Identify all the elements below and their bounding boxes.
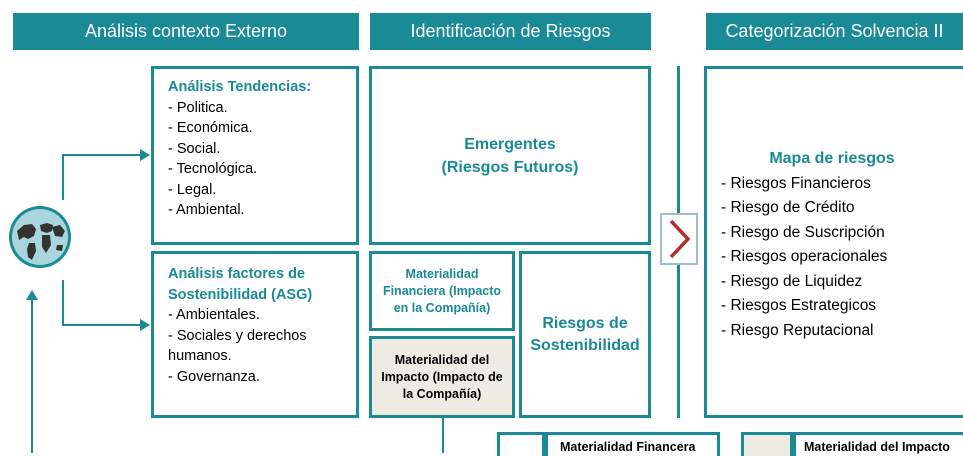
emergent-title: Emergentes xyxy=(464,135,556,153)
emergent-subtitle: (Riesgos Futuros) xyxy=(441,158,579,176)
legend-financial-swatch xyxy=(497,432,545,456)
feedback-vertical-line xyxy=(31,298,33,453)
arrow-right-icon xyxy=(140,319,150,331)
trend-item: - Social. xyxy=(168,140,221,157)
legend-impact-label: Materialidad del Impacto xyxy=(793,432,963,456)
risk-map-box: Mapa de riesgos - Riesgos Financieros - … xyxy=(704,66,963,418)
header-categorization-label: Categorización Solvencia II xyxy=(725,21,944,41)
financial-materiality-line3: en la Compañía) xyxy=(393,300,491,315)
risk-map-item: - Riesgos operacionales xyxy=(721,248,888,265)
legend-impact-swatch xyxy=(741,432,793,456)
impact-connector-line xyxy=(442,418,444,453)
connector-lower-vertical xyxy=(62,280,64,325)
sustainability-risks-line1: Riesgos de xyxy=(542,314,628,332)
trends-title: Análisis Tendencias: xyxy=(168,79,312,95)
sustainability-risks-box: Riesgos de Sostenibilidad xyxy=(519,251,651,418)
legend-financial-label: Materialidad Financera xyxy=(545,432,720,456)
trend-item: - Tecnológica. xyxy=(168,161,258,177)
trend-item: - Politica. xyxy=(168,99,228,116)
risk-map-item: - Riesgos Estrategicos xyxy=(721,297,877,314)
risk-map-item: - Riesgo Reputacional xyxy=(721,321,874,339)
globe-icon xyxy=(7,187,73,287)
connector-upper-horizontal xyxy=(62,154,142,156)
sustainability-factor-item: - Ambientales. xyxy=(168,307,260,323)
header-external-label: Análisis contexto Externo xyxy=(84,21,288,41)
impact-materiality-line3: la Compañía) xyxy=(402,386,482,401)
arrow-right-icon xyxy=(140,149,150,161)
sustainability-factor-item: - Governanza. xyxy=(168,368,260,385)
sustainability-factor-item: - Sociales y derechos xyxy=(168,327,307,344)
header-external-context: Análisis contexto Externo xyxy=(13,13,359,50)
risk-map-item: - Riesgo de Suscripción xyxy=(721,223,885,241)
trend-item: - Legal. xyxy=(168,181,217,198)
sustainability-factors-title-line2: Sostenibilidad (ASG) xyxy=(168,286,313,303)
impact-materiality-line2: Impacto (Impacto de xyxy=(381,369,503,384)
financial-materiality-box: Materialidad Financiera (Impacto en la C… xyxy=(369,251,515,331)
sustainability-factors-box: Análisis factores de Sostenibilidad (ASG… xyxy=(151,251,359,418)
header-risk-identification: Identificación de Riesgos xyxy=(370,13,651,50)
trends-analysis-box: Análisis Tendencias: - Politica. - Econó… xyxy=(151,66,359,245)
header-identification-label: Identificación de Riesgos xyxy=(410,21,611,41)
financial-materiality-line1: Materialidad xyxy=(405,266,479,281)
impact-materiality-line1: Materialidad del xyxy=(394,352,490,367)
legend-impact-text: Materialidad del Impacto xyxy=(804,440,950,454)
risk-map-item: - Riesgo de Crédito xyxy=(721,199,855,216)
arrow-up-icon xyxy=(26,290,38,300)
risk-map-item: - Riesgo de Liquidez xyxy=(721,272,863,290)
connector-lower-horizontal xyxy=(62,324,142,326)
trend-item: - Económica. xyxy=(168,120,253,136)
risk-map-item: - Riesgos Financieros xyxy=(721,174,871,192)
emergent-risks-box: Emergentes (Riesgos Futuros) xyxy=(369,66,651,245)
trend-item: - Ambiental. xyxy=(168,202,245,218)
legend-financial-text: Materialidad Financera xyxy=(560,440,696,454)
connector-upper-vertical xyxy=(62,154,64,200)
sustainability-factors-title-line1: Análisis factores de xyxy=(168,266,305,282)
risk-map-title: Mapa de riesgos xyxy=(769,150,895,167)
financial-materiality-line2: Financiera (Impacto xyxy=(382,283,502,298)
sustainability-risks-line2: Sostenibilidad xyxy=(530,336,640,354)
chevron-right-icon xyxy=(660,213,698,265)
sustainability-factor-item: humanos. xyxy=(168,348,232,364)
impact-materiality-box: Materialidad del Impacto (Impacto de la … xyxy=(369,336,515,418)
header-solvency-categorization: Categorización Solvencia II xyxy=(706,13,963,50)
